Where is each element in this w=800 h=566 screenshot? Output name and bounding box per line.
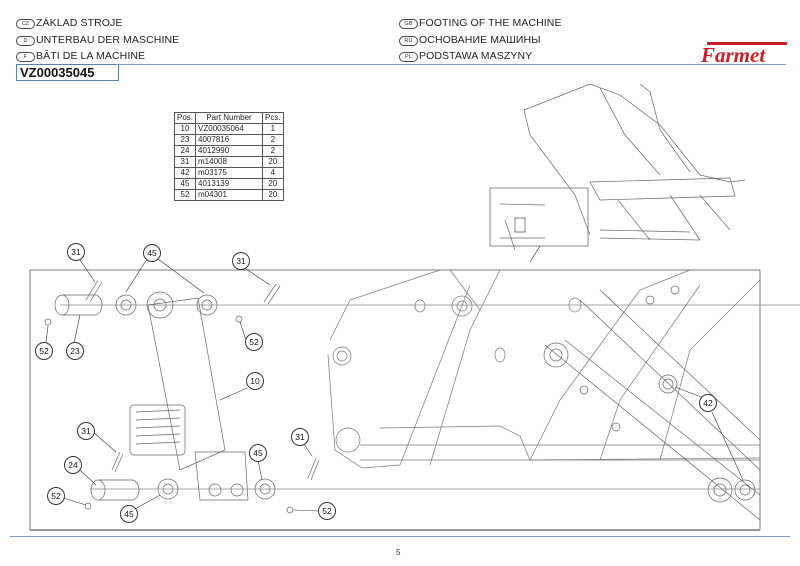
callout-24: 24 (64, 456, 82, 474)
washers-42 (658, 374, 756, 503)
pins (54, 294, 140, 501)
assembly-axes (60, 304, 800, 490)
cell-pcs: 20 (262, 156, 284, 168)
bolts-and-nuts (44, 279, 320, 514)
frame-plates (327, 269, 761, 469)
callout-23: 23 (66, 342, 84, 360)
flag-gb-icon: GB (399, 19, 418, 29)
flag-f-icon: F (16, 52, 35, 62)
callout-52: 52 (245, 333, 263, 351)
header-divider (116, 64, 786, 65)
callout-52: 52 (318, 502, 336, 520)
link-arms (543, 285, 761, 521)
cell-pos: 23 (173, 134, 197, 146)
overview-thumbnail (489, 83, 746, 263)
logo-bar (707, 42, 787, 45)
washers-45 (115, 294, 276, 500)
cell-part-number: m04301 (195, 189, 264, 201)
flag-pl-icon: PL (399, 52, 418, 62)
assembly-code: VZ00035045 (16, 64, 119, 81)
callout-52: 52 (35, 342, 53, 360)
footer-divider (10, 536, 790, 537)
callout-31: 31 (77, 422, 95, 440)
cell-pcs: 20 (262, 189, 284, 201)
flag-cz-icon: CZ (16, 19, 35, 29)
callout-42: 42 (699, 394, 717, 412)
farmet-logo: Farmet (700, 42, 787, 64)
callout-45: 45 (120, 505, 138, 523)
callout-31: 31 (291, 428, 309, 446)
cylinder-10 (129, 291, 249, 501)
main-frame (29, 269, 761, 531)
callout-45: 45 (143, 244, 161, 262)
callout-10: 10 (246, 372, 264, 390)
page-number: 5 (396, 548, 401, 557)
callout-45: 45 (249, 444, 267, 462)
cell-pos: 52 (173, 189, 197, 201)
callout-31: 31 (232, 252, 250, 270)
flag-ru-icon: RU (399, 36, 418, 46)
leader-lines (45, 256, 744, 512)
flag-d-icon: D (16, 36, 35, 46)
logo-text: Farmet (700, 43, 766, 64)
callout-52: 52 (47, 487, 65, 505)
callout-31: 31 (67, 243, 85, 261)
